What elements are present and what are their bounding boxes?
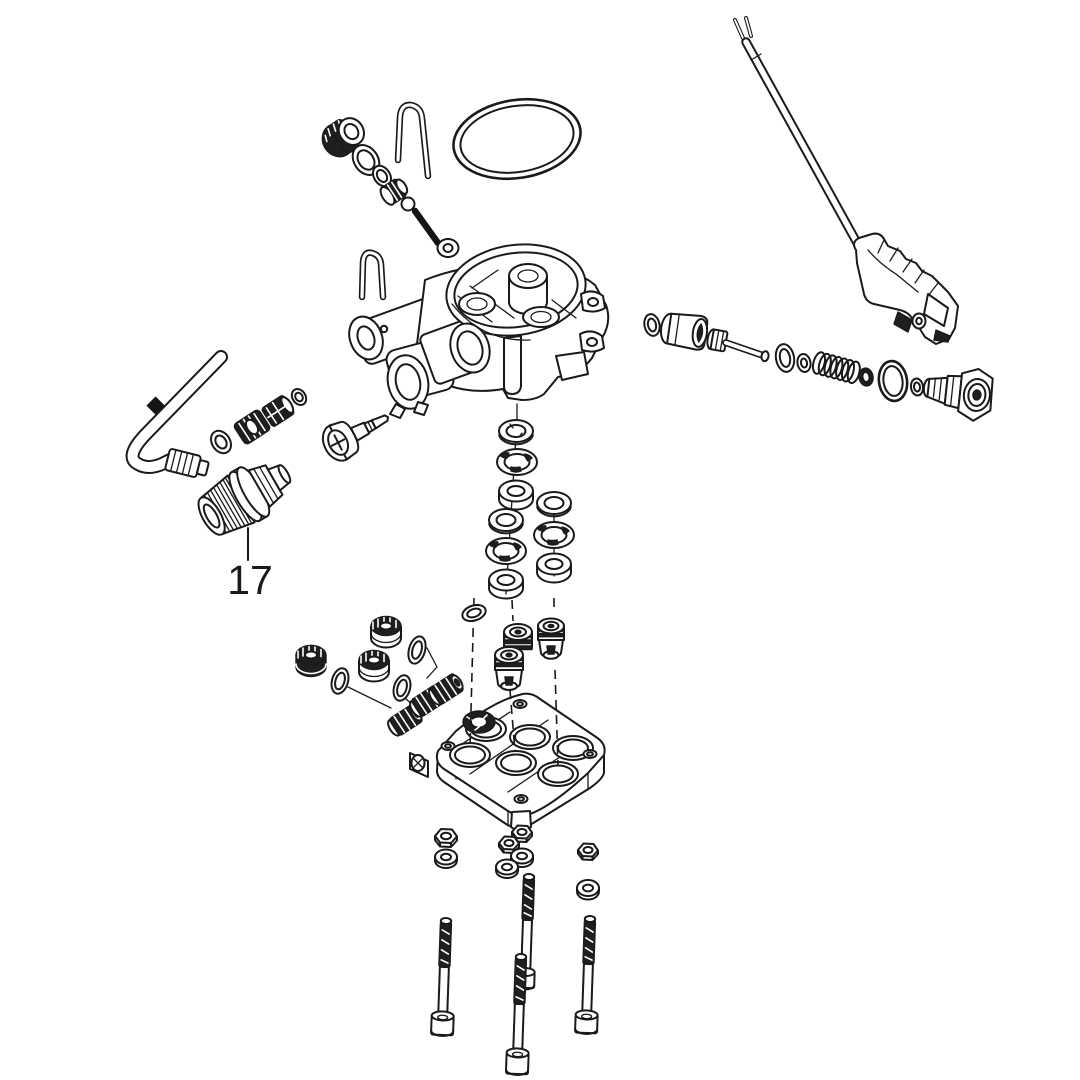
- inlet-filter: [233, 409, 271, 445]
- plate-corner-hole: [513, 794, 529, 804]
- washer-icon: [796, 353, 812, 373]
- mounting-bolt: [504, 952, 530, 1076]
- regulator-lever: [853, 232, 959, 345]
- callout-label: 17: [227, 557, 273, 603]
- retainer-clip-left: [358, 249, 387, 301]
- o-ring-icon: [290, 388, 308, 406]
- plate-corner-hole: [582, 749, 598, 759]
- plate-bore: [449, 742, 491, 768]
- plate-bracket: [409, 752, 429, 778]
- assembly-axis-lines: [469, 597, 559, 767]
- piston-seal-stack-right: [533, 491, 575, 584]
- spring-retainer: [858, 367, 874, 387]
- check-valve-o-ring: [330, 667, 350, 695]
- piston-seal-icon: [379, 178, 409, 206]
- flat-washer: [434, 848, 458, 869]
- flat-washer: [576, 879, 600, 901]
- unloader-o-ring: [643, 313, 661, 337]
- valve-rod-icon: [411, 207, 442, 247]
- plate-bore: [495, 750, 537, 776]
- check-valve: [428, 673, 464, 706]
- mounting-bolt: [574, 914, 599, 1035]
- plate-bore: [509, 724, 551, 750]
- check-valve-o-ring: [392, 674, 412, 702]
- head-o-ring: [452, 97, 582, 181]
- check-valve-cap: [358, 649, 390, 683]
- check-valve-cap: [295, 644, 327, 678]
- piston-seal-stack-left: [485, 419, 538, 600]
- retainer-clip-top: [394, 101, 432, 180]
- check-ball-icon: [400, 196, 416, 212]
- valve-plate: [409, 692, 606, 832]
- valve-cartridge: [503, 623, 533, 651]
- unloader-cup: [659, 312, 709, 351]
- plate-bore: [537, 761, 579, 787]
- inlet-o-ring: [210, 429, 232, 455]
- flange-nut: [511, 824, 533, 843]
- flat-washer: [495, 858, 519, 879]
- thermal-relief-valve: [321, 414, 389, 462]
- plate-seal: [462, 710, 496, 734]
- outlet-fitting: [922, 368, 994, 422]
- flange-nut: [434, 828, 458, 848]
- mounting-bolt: [430, 916, 455, 1037]
- outlet-o-ring-small: [909, 377, 925, 397]
- check-valve-o-ring: [407, 635, 427, 665]
- inlet-elbow-tube: [125, 350, 228, 478]
- pump-head-housing: [348, 243, 610, 419]
- check-valve-cap: [370, 615, 402, 649]
- garden-hose-adapter: [197, 464, 292, 536]
- plate-corner-hole: [440, 741, 456, 751]
- unloader-piston: [706, 328, 770, 363]
- flange-nut: [577, 842, 599, 861]
- pump-plug-seal-stack: [321, 117, 460, 258]
- unloader-spring: [811, 351, 861, 385]
- filter-cage: [261, 395, 295, 427]
- plate-corner-hole: [512, 699, 528, 709]
- valve-cartridge: [494, 646, 524, 691]
- valve-cartridge: [537, 617, 565, 660]
- washer-icon: [436, 238, 460, 258]
- o-ring-icon: [461, 603, 487, 623]
- outlet-o-ring-large: [877, 359, 909, 403]
- o-ring-icon: [774, 343, 796, 373]
- regulator-rod: [733, 16, 866, 255]
- flange-nut: [498, 835, 520, 854]
